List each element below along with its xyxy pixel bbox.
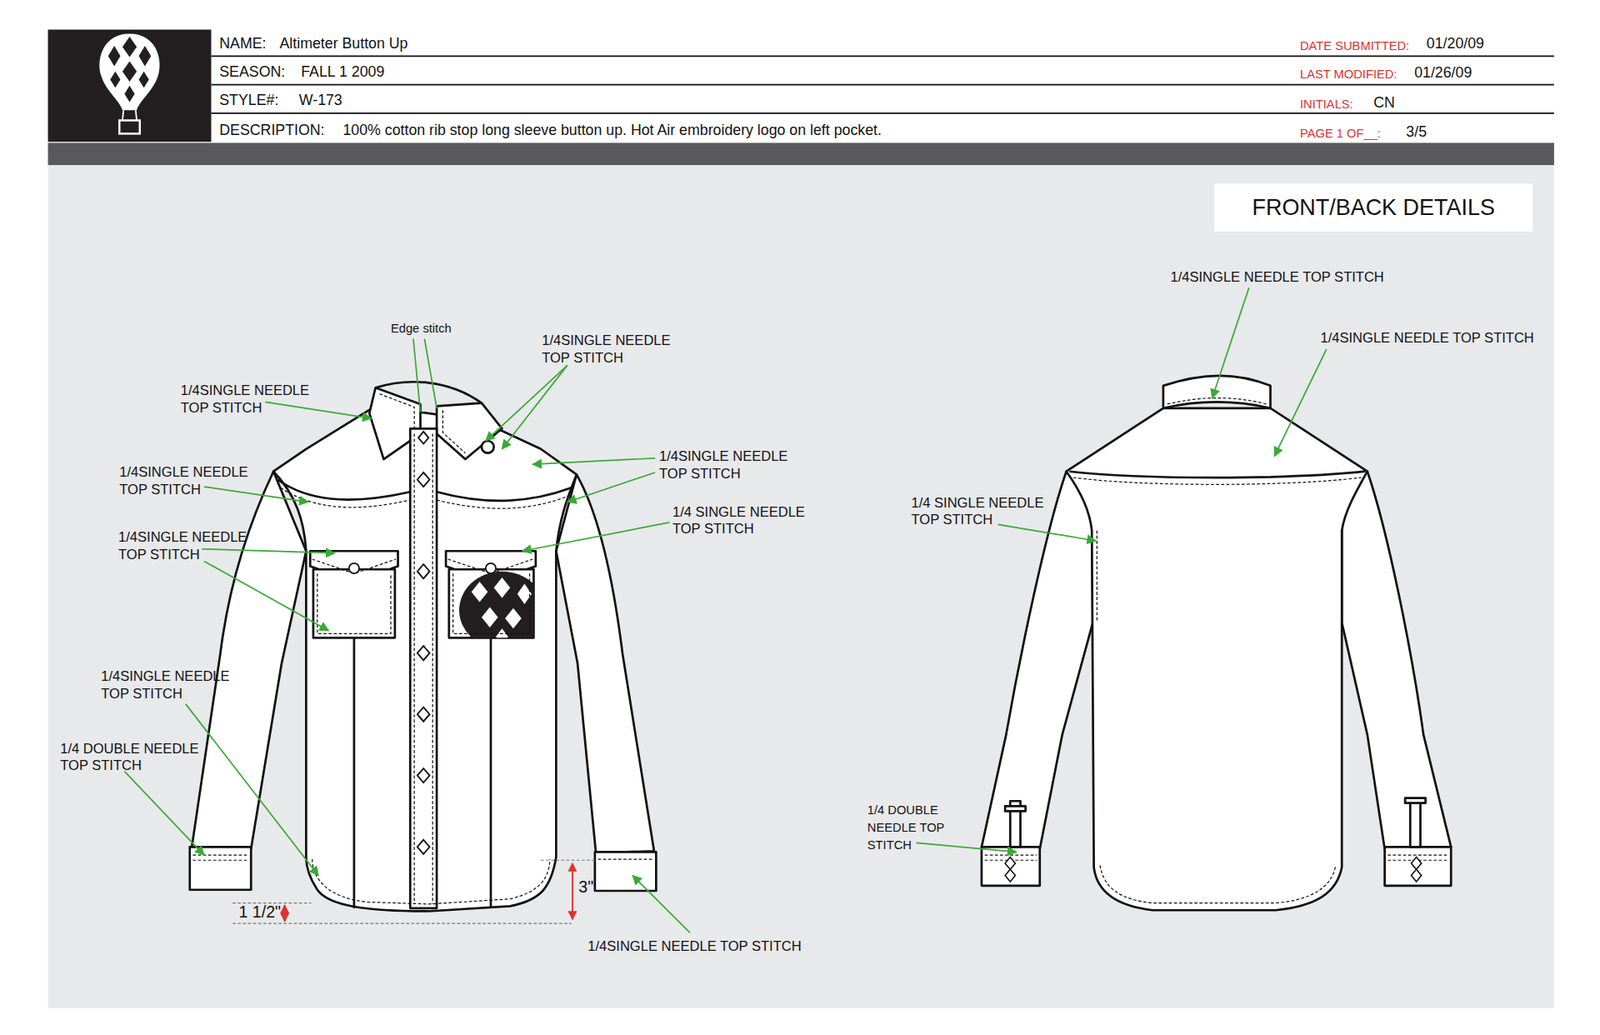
field-name: INITIALS: [1300, 95, 1354, 114]
leader-lines [124, 287, 1326, 933]
section-title-box: FRONT/BACK DETAILS [1214, 183, 1533, 232]
callout-label: 1/4 DOUBLE NEEDLE TOP STITCH [60, 740, 209, 775]
field-name: DATE SUBMITTED: [1300, 37, 1410, 55]
dimension-label: 1 1/2" [239, 903, 282, 921]
field-value: CN [1373, 94, 1395, 112]
callout-label: 1/4SINGLE NEEDLE TOP STITCH [587, 937, 801, 955]
field-name: PAGE 1 OF__: [1300, 125, 1381, 144]
callout-label: 1/4SINGLE NEEDLE TOP STITCH [1320, 330, 1534, 348]
callout-label: Edge stitch [390, 320, 452, 338]
back-stitching [985, 398, 1449, 904]
field-value: Altimeter Button Up [280, 35, 409, 53]
callout-label: 1/4SINGLE NEEDLE TOP STITCH [119, 463, 255, 499]
field-name: SEASON: [219, 63, 285, 81]
dimension-label: 3" [578, 878, 594, 896]
section-title: FRONT/BACK DETAILS [1251, 194, 1495, 221]
field-name: LAST MODIFIED: [1300, 66, 1397, 85]
field-value: 3/5 [1405, 123, 1427, 141]
pocket-embroidery [459, 571, 534, 639]
callout-label: 1/4SINGLE NEEDLE TOP STITCH [1170, 268, 1384, 286]
front-stitching [192, 394, 653, 905]
dimension-lines [232, 860, 597, 924]
callout-label: 1/4 SINGLE NEEDLE TOP STITCH [910, 494, 1052, 530]
back-shirt [981, 375, 1451, 910]
field-value: W-173 [299, 91, 343, 110]
callout-label: 1/4SINGLE NEEDLE TOP STITCH [541, 331, 677, 367]
cuff-buttons [1005, 857, 1422, 882]
header-bar [48, 142, 1555, 165]
front-shirt [190, 381, 657, 911]
callout-label: 1/4 SINGLE NEEDLE TOP STITCH [672, 503, 814, 539]
callout-label: 1/4SINGLE NEEDLE TOP STITCH [100, 667, 236, 703]
logo-box [48, 30, 212, 143]
field-value: 01/26/09 [1414, 64, 1472, 82]
balloon-logo [99, 33, 160, 134]
field-value: 100% cotton rib stop long sleeve button … [342, 121, 881, 140]
field-name: DESCRIPTION: [219, 121, 325, 140]
callout-label: 1/4SINGLE NEEDLE TOP STITCH [659, 448, 795, 484]
callout-label: 1/4SINGLE NEEDLE TOP STITCH [180, 381, 316, 417]
field-value: FALL 1 2009 [300, 63, 385, 81]
sketch-panel [48, 165, 1555, 1008]
field-value: 01/20/09 [1426, 35, 1485, 53]
field-name: STYLE#: [219, 91, 279, 110]
callout-label: 1/4SINGLE NEEDLE TOP STITCH [118, 528, 254, 564]
callout-label: 1/4 DOUBLE NEEDLE TOP STITCH [867, 801, 960, 854]
front-buttons [349, 431, 496, 855]
header-rules [210, 55, 1554, 114]
field-name: NAME: [219, 35, 266, 53]
